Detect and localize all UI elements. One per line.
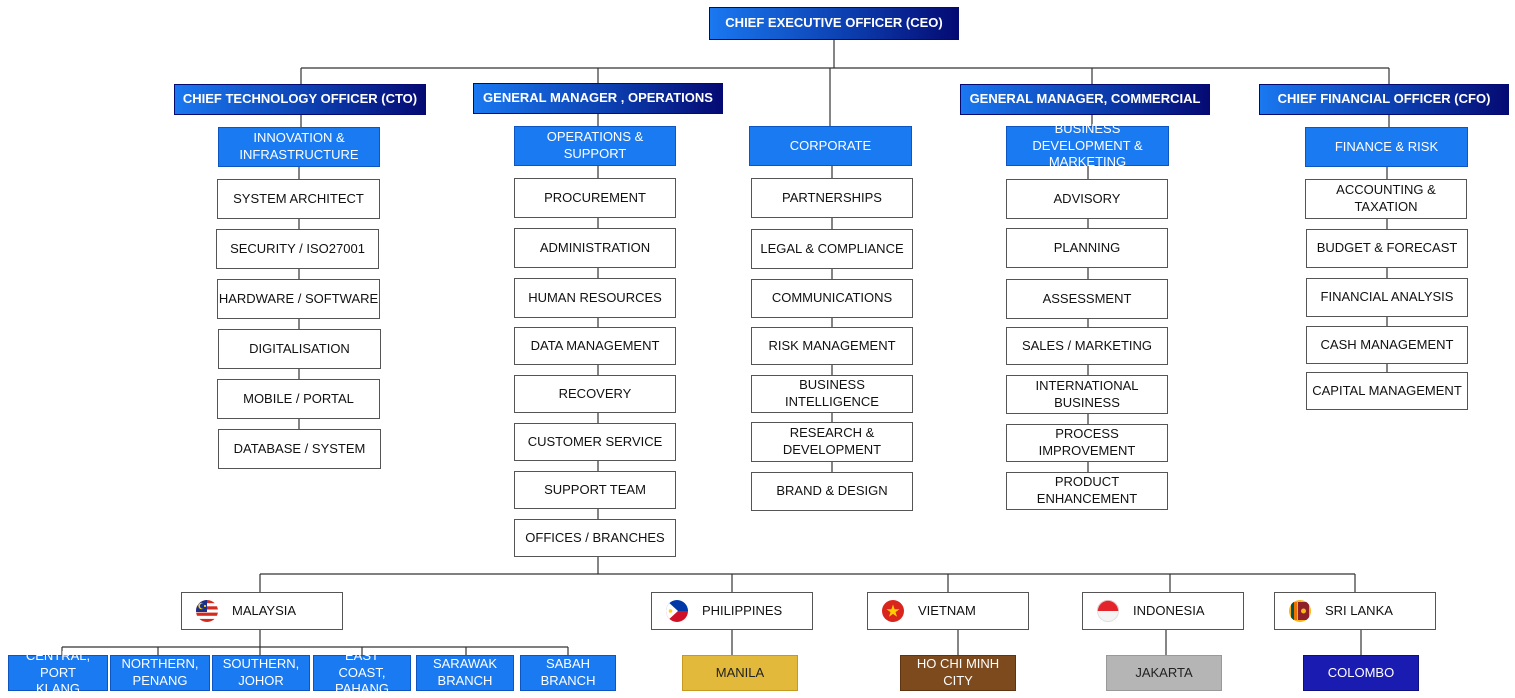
cto-item: DATABASE / SYSTEM	[218, 429, 381, 469]
cfo-header: CHIEF FINANCIAL OFFICER (CFO)	[1259, 84, 1509, 115]
city-manila: MANILA	[682, 655, 798, 691]
country-sri-lanka: SRI LANKA	[1274, 592, 1436, 630]
corp-item: PARTNERSHIPS	[751, 178, 913, 218]
ops-item: CUSTOMER SERVICE	[514, 423, 676, 461]
vietnam-flag-icon	[882, 600, 904, 622]
country-label: INDONESIA	[1133, 602, 1205, 618]
com-item: INTERNATIONAL BUSINESS	[1006, 375, 1168, 414]
cto-item: DIGITALISATION	[218, 329, 381, 369]
corp-item: RESEARCH & DEVELOPMENT	[751, 422, 913, 462]
country-philippines: PHILIPPINES	[651, 592, 813, 630]
corp-item: LEGAL & COMPLIANCE	[751, 229, 913, 269]
branch-sabah: SABAH BRANCH	[520, 655, 616, 691]
com-item: PLANNING	[1006, 228, 1168, 268]
corp-item: COMMUNICATIONS	[751, 279, 913, 318]
country-label: MALAYSIA	[232, 602, 297, 618]
sri-lanka-flag-icon	[1289, 600, 1311, 622]
com-item: ADVISORY	[1006, 179, 1168, 219]
country-vietnam: VIETNAM	[867, 592, 1029, 630]
country-malaysia: MALAYSIA	[181, 592, 343, 630]
country-label: SRI LANKA	[1325, 602, 1393, 618]
cto-header: CHIEF TECHNOLOGY OFFICER (CTO)	[174, 84, 426, 115]
dept-corporate: CORPORATE	[749, 126, 912, 166]
cfo-item: CAPITAL MANAGEMENT	[1306, 372, 1468, 410]
dept-business-development-marketing: BUSINESS DEVELOPMENT & MARKETING	[1006, 121, 1169, 169]
country-label: PHILIPPINES	[702, 602, 783, 618]
city-colombo: COLOMBO	[1303, 655, 1419, 691]
city-ho-chi-minh: HO CHI MINH CITY	[900, 655, 1016, 691]
dept-innovation-infrastructure: INNOVATION & INFRASTRUCTURE	[218, 127, 380, 167]
dept-finance-risk: FINANCE & RISK	[1305, 127, 1468, 167]
ops-item: RECOVERY	[514, 375, 676, 413]
branch-southern-johor: SOUTHERN, JOHOR	[212, 655, 310, 691]
cfo-item: FINANCIAL ANALYSIS	[1306, 278, 1468, 317]
cto-item: MOBILE / PORTAL	[217, 379, 380, 419]
city-jakarta: JAKARTA	[1106, 655, 1222, 691]
ops-item: OFFICES / BRANCHES	[514, 519, 676, 557]
country-indonesia: INDONESIA	[1082, 592, 1244, 630]
cfo-item: BUDGET & FORECAST	[1306, 229, 1468, 268]
branch-east-coast-pahang: EAST COAST, PAHANG	[313, 648, 411, 696]
ceo-box: CHIEF EXECUTIVE OFFICER (CEO)	[709, 7, 959, 40]
com-item: PRODUCT ENHANCEMENT	[1006, 472, 1168, 510]
cto-item: HARDWARE / SOFTWARE	[217, 279, 380, 319]
cto-item: SYSTEM ARCHITECT	[217, 179, 380, 219]
ops-item: DATA MANAGEMENT	[514, 327, 676, 365]
com-item: PROCESS IMPROVEMENT	[1006, 424, 1168, 462]
cfo-item: CASH MANAGEMENT	[1306, 326, 1468, 364]
cfo-item: ACCOUNTING & TAXATION	[1305, 179, 1467, 219]
ops-item: ADMINISTRATION	[514, 228, 676, 268]
gm-commercial-header: GENERAL MANAGER, COMMERCIAL	[960, 84, 1210, 115]
corp-item: BUSINESS INTELLIGENCE	[751, 375, 913, 413]
corp-item: RISK MANAGEMENT	[751, 327, 913, 365]
ops-item: SUPPORT TEAM	[514, 471, 676, 509]
com-item: ASSESSMENT	[1006, 279, 1168, 319]
malaysia-flag-icon	[196, 600, 218, 622]
philippines-flag-icon	[666, 600, 688, 622]
ops-item: HUMAN RESOURCES	[514, 278, 676, 318]
gm-operations-header: GENERAL MANAGER , OPERATIONS	[473, 83, 723, 114]
indonesia-flag-icon	[1097, 600, 1119, 622]
country-label: VIETNAM	[918, 602, 976, 618]
branch-northern-penang: NORTHERN, PENANG	[110, 655, 210, 691]
ops-item: PROCUREMENT	[514, 178, 676, 218]
com-item: SALES / MARKETING	[1006, 327, 1168, 365]
branch-central-port-klang: CENTRAL, PORT KLANG	[8, 648, 108, 696]
corp-item: BRAND & DESIGN	[751, 472, 913, 511]
cto-item: SECURITY / ISO27001	[216, 229, 379, 269]
branch-sarawak: SARAWAK BRANCH	[416, 655, 514, 691]
dept-operations-support: OPERATIONS & SUPPORT	[514, 126, 676, 166]
